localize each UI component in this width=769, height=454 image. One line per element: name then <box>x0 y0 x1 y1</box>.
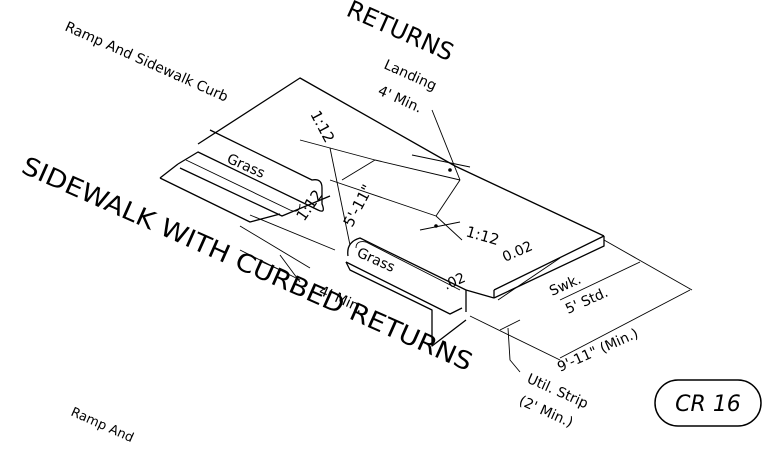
detail-id-bubble: CR 16 <box>654 379 762 427</box>
right-grass-island <box>345 237 495 347</box>
label-slope-top: 1:12 <box>306 107 338 145</box>
title-returns-top: RETURNS <box>343 0 458 67</box>
label-grass-left: Grass <box>224 151 267 182</box>
label-ramp-width: 5'-11" <box>340 182 377 230</box>
title-ramp-and-sidewalk-curb: Ramp And Sidewalk Curb <box>62 19 230 106</box>
dimension-lines <box>239 109 693 373</box>
label-total-min: 9'-11" (Min.) <box>555 326 641 376</box>
left-grass-island <box>159 129 331 223</box>
sidewalk-plan <box>197 77 605 299</box>
label-cross-slope-1: 0.02 <box>500 238 535 265</box>
detail-id: CR 16 <box>675 392 741 417</box>
label-slope-right: 1:12 <box>464 223 501 250</box>
label-landing-dim: 4' Min. <box>375 83 424 117</box>
title-ramp-and-bottom: Ramp And <box>68 405 135 446</box>
label-cross-slope-2: .02 <box>441 270 468 294</box>
label-grass-right: Grass <box>354 245 397 276</box>
